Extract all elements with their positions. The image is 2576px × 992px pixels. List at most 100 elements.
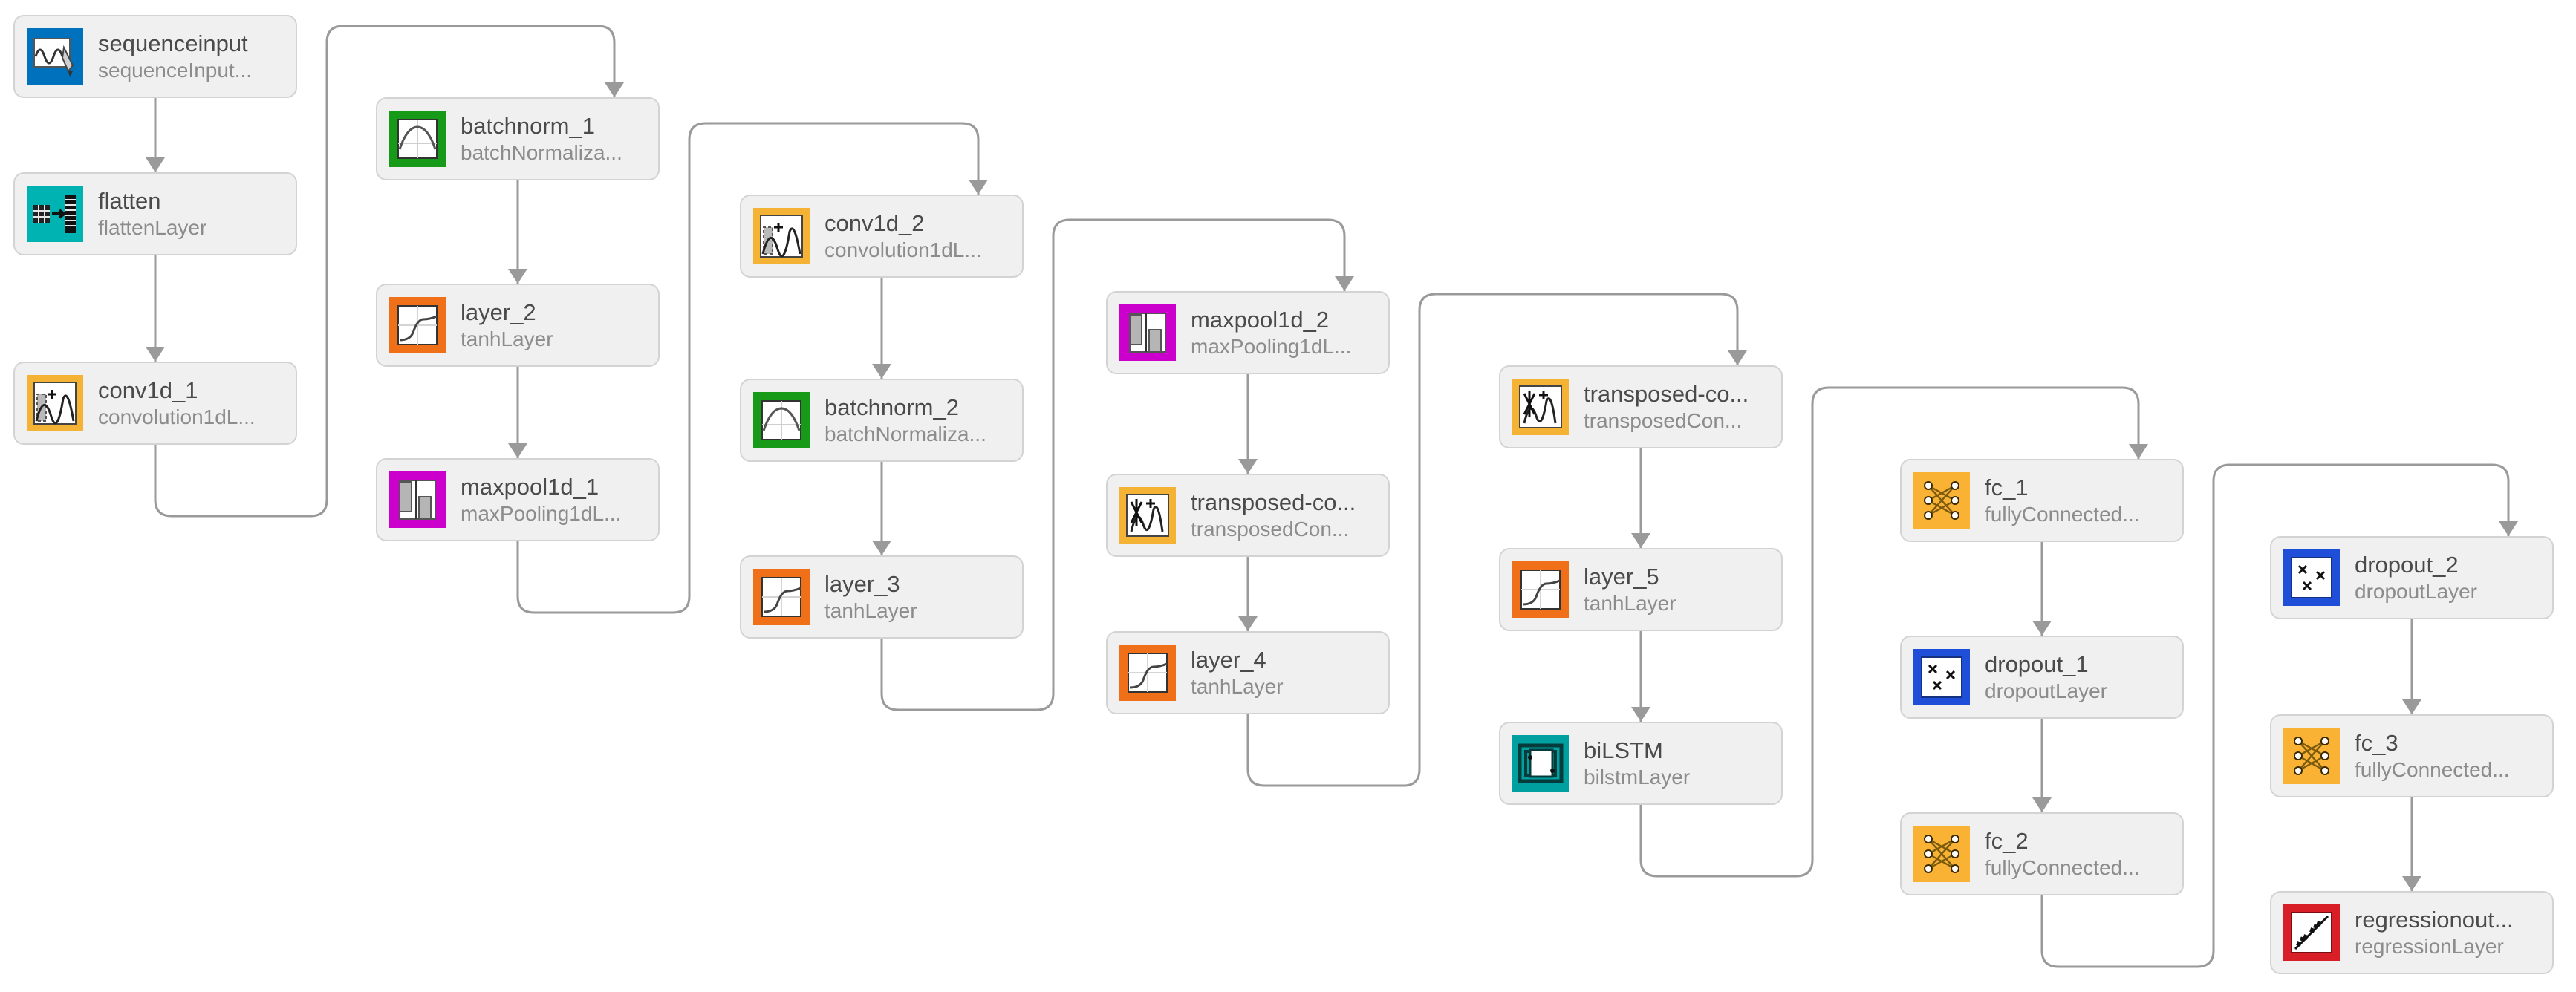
- dropout-icon: [1913, 649, 1970, 705]
- layer-name: dropout_1: [1985, 651, 2089, 677]
- layer-type: fullyConnected...: [1985, 502, 2140, 526]
- layer-type: regressionLayer: [2355, 934, 2504, 958]
- layer-type: batchNormaliza...: [824, 422, 986, 446]
- layer-label-group: transposed-co...transposedCon...: [1584, 382, 1749, 432]
- edge-conv1d_1-to-batchnorm_1: [154, 25, 616, 518]
- layer-label-group: regressionout...regressionLayer: [2355, 907, 2514, 958]
- maxpool-icon: [1119, 304, 1176, 361]
- edge-layer_5-to-biLSTM-arrowhead: [1631, 707, 1650, 722]
- layer-node-regressionoutput[interactable]: regressionout...regressionLayer: [2270, 891, 2554, 974]
- edge-flatten-to-conv1d_1-arrowhead: [146, 347, 165, 362]
- layer-name: regressionout...: [2355, 907, 2514, 933]
- layer-name: sequenceinput: [98, 30, 248, 56]
- layer-name: fc_3: [2355, 730, 2398, 756]
- layer-name: fc_1: [1985, 474, 2029, 500]
- layer-type: tanhLayer: [824, 598, 917, 622]
- layer-type: fullyConnected...: [1985, 855, 2140, 879]
- layer-node-transposed_conv_1[interactable]: transposed-co...transposedCon...: [1106, 474, 1390, 557]
- layer-name: conv1d_2: [824, 210, 925, 236]
- edge-maxpool1d_1-to-conv1d_2: [516, 122, 980, 614]
- layer-name: layer_4: [1191, 647, 1266, 673]
- transposed-conv-icon: [1119, 487, 1176, 544]
- fully-connected-icon: [2283, 728, 2340, 784]
- edge-sequenceinput-to-flatten-arrowhead: [146, 157, 165, 172]
- fully-connected-icon: [1913, 472, 1970, 529]
- layer-node-transposed_conv_2[interactable]: transposed-co...transposedCon...: [1499, 365, 1783, 448]
- layer-type: dropoutLayer: [2355, 579, 2478, 603]
- layer-name: dropout_2: [2355, 552, 2459, 578]
- edge-fc_3-to-regressionoutput-arrowhead: [2402, 876, 2421, 891]
- layer-name: layer_3: [824, 571, 900, 597]
- edge-fc_1-to-dropout_1-arrowhead: [2032, 621, 2052, 636]
- edge-biLSTM-to-fc_1-arrowhead: [2129, 444, 2148, 459]
- edge-layer_2-to-maxpool1d_1-arrowhead: [508, 443, 527, 458]
- layer-name: conv1d_1: [98, 377, 198, 403]
- edge-transposed_conv_2-to-layer_5-arrowhead: [1631, 533, 1650, 548]
- layer-label-group: transposed-co...transposedCon...: [1191, 490, 1356, 541]
- layer-name: transposed-co...: [1584, 381, 1749, 407]
- layer-type: tanhLayer: [1584, 591, 1676, 615]
- layer-name: layer_5: [1584, 564, 1659, 590]
- layer-name: maxpool1d_2: [1191, 307, 1330, 333]
- sequence-input-icon: [27, 28, 83, 85]
- edge-layer_3-to-maxpool1d_2-arrowhead: [1335, 276, 1354, 291]
- layer-type: convolution1dL...: [98, 405, 256, 428]
- layer-name: batchnorm_1: [461, 113, 595, 139]
- edge-dropout_1-to-fc_2-arrowhead: [2032, 797, 2052, 812]
- layer-name: flatten: [98, 188, 161, 214]
- layer-type: batchNormaliza...: [461, 140, 622, 164]
- layer-name: maxpool1d_1: [461, 474, 599, 500]
- layer-name: batchnorm_2: [824, 394, 959, 420]
- edge-batchnorm_1-to-layer_2-arrowhead: [508, 269, 527, 284]
- layer-type: transposedCon...: [1191, 517, 1350, 541]
- layer-type: sequenceInput...: [98, 58, 253, 82]
- convolution-icon: [27, 375, 83, 431]
- tanh-icon: [753, 569, 810, 625]
- edge-layer_4-to-transposed_conv_2: [1246, 293, 1739, 787]
- layer-type: transposedCon...: [1584, 408, 1743, 432]
- layer-type: tanhLayer: [1191, 674, 1284, 698]
- batchnorm-icon: [753, 392, 810, 448]
- edge-layer_4-to-transposed_conv_2-arrowhead: [1728, 350, 1747, 365]
- convolution-icon: [753, 208, 810, 264]
- layer-type: fullyConnected...: [2355, 757, 2510, 781]
- layer-name: fc_2: [1985, 828, 2029, 854]
- edge-layer_3-to-maxpool1d_2: [880, 218, 1346, 711]
- tanh-icon: [1512, 561, 1569, 618]
